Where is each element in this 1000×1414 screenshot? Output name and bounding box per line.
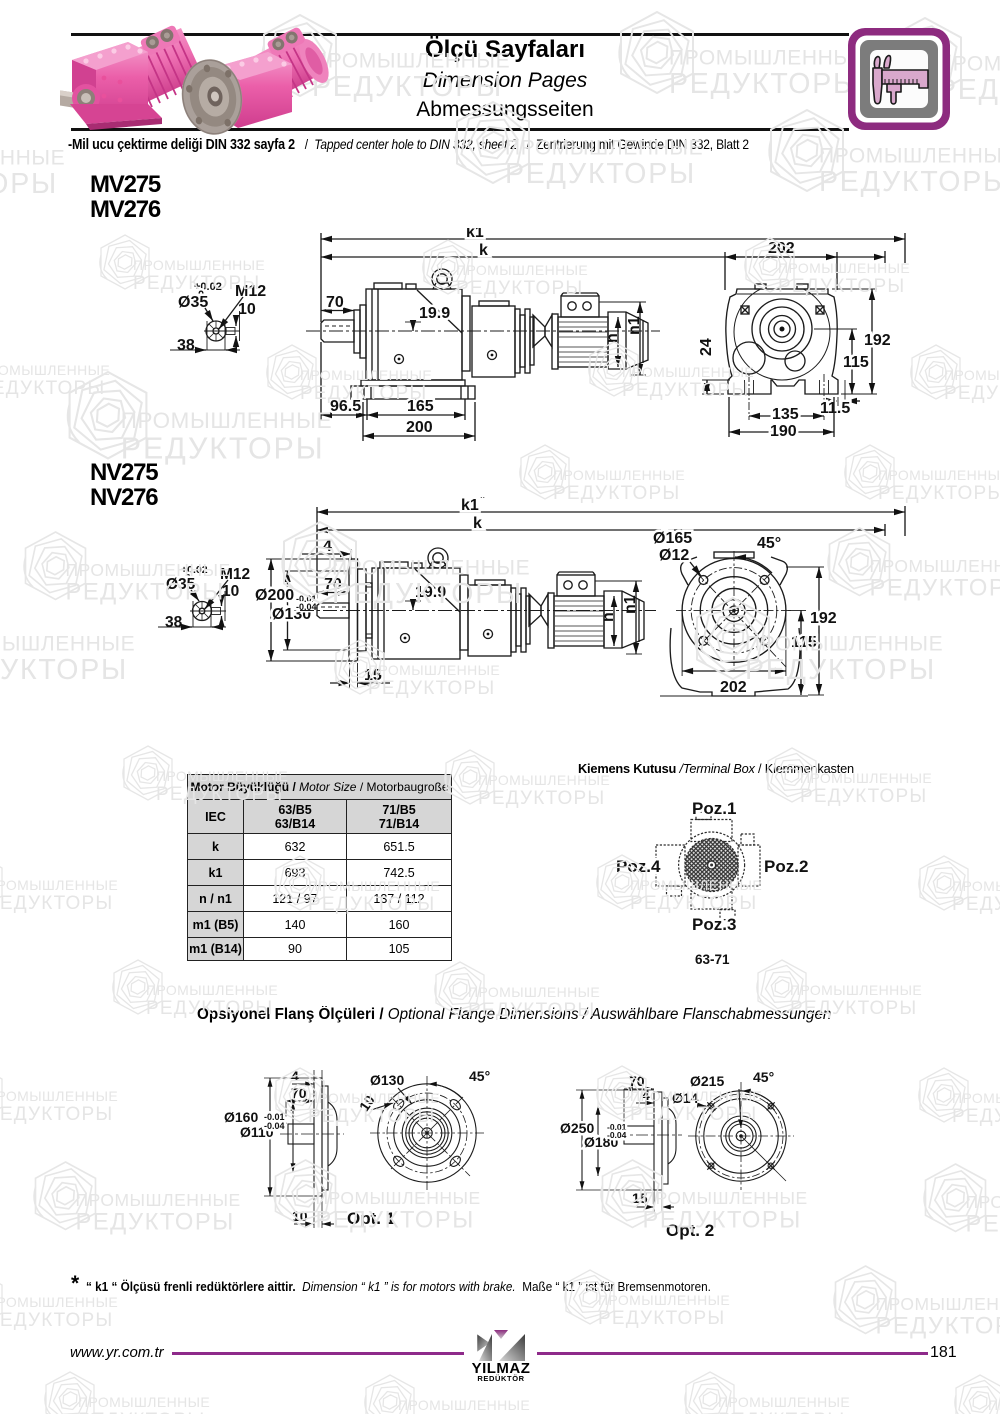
svg-text:Ø35: Ø35 — [178, 294, 208, 311]
svg-text:REDÜKTÖR: REDÜKTÖR — [477, 1374, 524, 1383]
svg-text:Poz.4: Poz.4 — [616, 857, 661, 876]
svg-text:n: n — [604, 333, 621, 343]
svg-text:Ø215: Ø215 — [690, 1073, 724, 1089]
svg-text:Opt. 2: Opt. 2 — [666, 1221, 714, 1240]
svg-text:24: 24 — [698, 338, 715, 356]
svg-text:k: k — [473, 515, 482, 532]
svg-text:10: 10 — [238, 301, 256, 318]
svg-text:-0.04: -0.04 — [607, 1130, 627, 1140]
svg-text:190: 190 — [770, 423, 797, 440]
svg-text:4: 4 — [642, 1087, 650, 1103]
svg-text:Ø110: Ø110 — [240, 1124, 274, 1140]
svg-text:M12: M12 — [235, 283, 266, 300]
svg-text:10: 10 — [292, 1208, 308, 1224]
svg-text:96.5: 96.5 — [330, 398, 361, 415]
svg-text:45°: 45° — [753, 1069, 774, 1085]
svg-text:202: 202 — [720, 679, 747, 696]
svg-text:38: 38 — [165, 614, 183, 631]
svg-text:45°: 45° — [469, 1068, 490, 1084]
svg-text:k: k — [479, 242, 488, 259]
svg-text:15: 15 — [364, 667, 382, 684]
svg-text:*: * — [480, 497, 486, 505]
svg-text:Ø180: Ø180 — [584, 1134, 618, 1150]
svg-text:Poz.3: Poz.3 — [692, 915, 736, 934]
svg-text:M12: M12 — [220, 566, 250, 583]
svg-text:Poz.1: Poz.1 — [692, 799, 736, 818]
svg-text:19.9: 19.9 — [419, 305, 450, 322]
svg-text:n1: n1 — [622, 595, 639, 614]
svg-text:k1: k1 — [461, 497, 479, 514]
svg-text:Opt. 1: Opt. 1 — [347, 1209, 395, 1228]
svg-text:19.9: 19.9 — [415, 584, 446, 601]
svg-text:Ø130: Ø130 — [370, 1072, 404, 1088]
svg-text:63-71: 63-71 — [695, 952, 730, 967]
svg-text:n1: n1 — [626, 316, 643, 335]
svg-text:202: 202 — [768, 240, 795, 257]
svg-text:4: 4 — [291, 1068, 299, 1084]
svg-text:Ø12: Ø12 — [659, 547, 689, 564]
svg-text:Poz.2: Poz.2 — [764, 857, 808, 876]
svg-text:70: 70 — [324, 576, 342, 593]
svg-text:192: 192 — [864, 332, 891, 349]
svg-text:115: 115 — [791, 634, 817, 651]
svg-text:0: 0 — [198, 289, 204, 301]
svg-text:Ø160: Ø160 — [224, 1109, 258, 1125]
svg-text:15: 15 — [632, 1190, 648, 1206]
svg-text:YILMAZ: YILMAZ — [472, 1360, 531, 1377]
svg-text:Ø200: Ø200 — [255, 587, 294, 604]
svg-text:Ø14: Ø14 — [672, 1090, 699, 1106]
svg-text:45°: 45° — [757, 535, 781, 552]
svg-text:k1: k1 — [466, 228, 484, 241]
svg-text:165: 165 — [407, 398, 434, 415]
svg-text:115: 115 — [843, 354, 869, 371]
svg-text:4: 4 — [323, 538, 332, 555]
svg-text:Ø165: Ø165 — [653, 530, 692, 547]
svg-text:11.5: 11.5 — [820, 400, 850, 417]
svg-text:n: n — [600, 612, 617, 622]
svg-text:200: 200 — [406, 419, 433, 436]
svg-text:192: 192 — [810, 610, 837, 627]
svg-text:38: 38 — [177, 337, 195, 354]
svg-text:Ø250: Ø250 — [560, 1120, 594, 1136]
svg-text:135: 135 — [772, 406, 799, 423]
svg-text:-0.04: -0.04 — [264, 1121, 285, 1131]
svg-text:*: * — [485, 228, 491, 232]
svg-text:70: 70 — [291, 1085, 307, 1101]
svg-text:70: 70 — [326, 294, 344, 311]
svg-text:10: 10 — [356, 1092, 378, 1114]
